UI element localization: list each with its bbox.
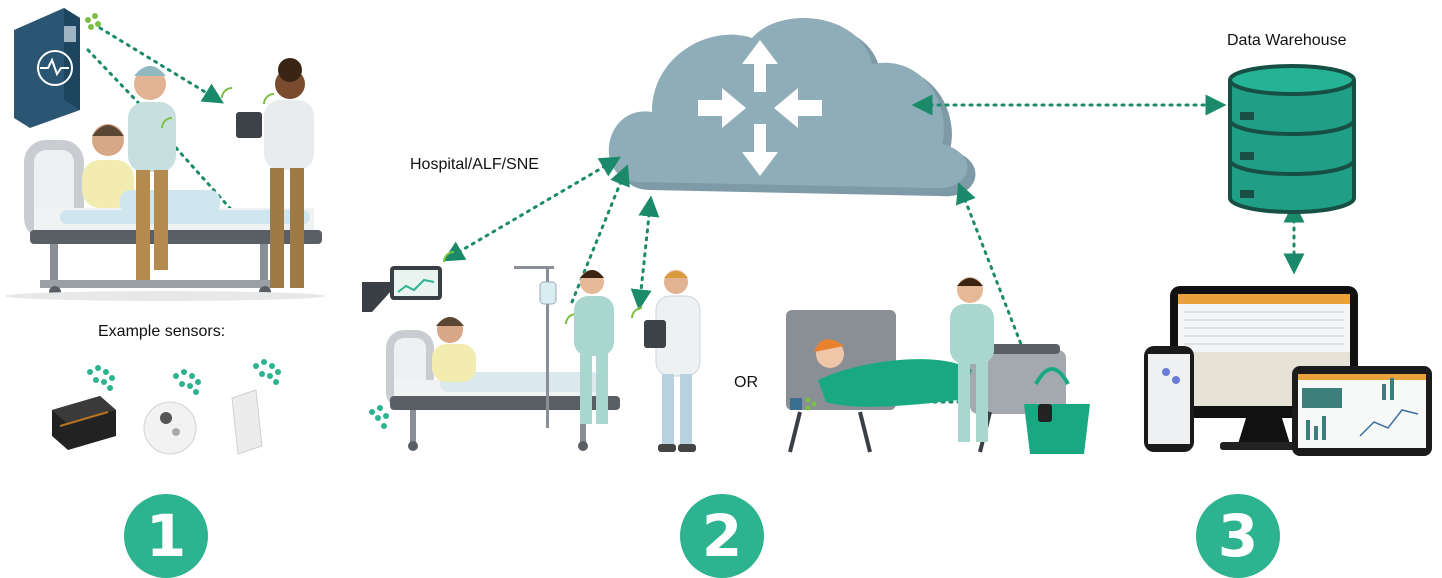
home-caregiver-icon (950, 277, 994, 442)
wifi-signal-icon (85, 13, 101, 30)
cloud-router-icon (608, 18, 976, 197)
step-3-badge: 3 (1196, 494, 1280, 578)
hospital-bed-icon (5, 140, 325, 301)
iv-pole-icon (514, 266, 557, 428)
nurse-icon (574, 270, 614, 424)
step-2-badge: 2 (680, 494, 764, 578)
step-1-badge: 1 (124, 494, 208, 578)
sensor-device-1-icon (52, 396, 116, 450)
wall-monitor-icon (362, 266, 442, 312)
hospital-bed-2-icon (386, 317, 620, 451)
sensor-device-2-icon (143, 401, 197, 455)
wall-sensor-box-icon (14, 8, 80, 128)
hospital-label: Hospital/ALF/SNE (410, 156, 539, 173)
home-patient-figure (814, 339, 972, 407)
caregiver-icon (128, 66, 176, 280)
sensor-signal-dots-2 (369, 405, 389, 429)
or-label: OR (734, 374, 758, 391)
sensor-device-3-icon (231, 389, 263, 455)
data-warehouse-label: Data Warehouse (1227, 32, 1347, 49)
dashboard-devices-icon (1144, 286, 1432, 456)
sensor-signal-dots (87, 359, 281, 395)
doctor-icon (644, 270, 701, 452)
example-sensors-label: Example sensors: (98, 323, 226, 340)
tote-bag-icon (1024, 367, 1090, 454)
database-icon (1228, 64, 1356, 214)
caregiver-with-tablet-icon (236, 58, 314, 288)
home-sensor-dots (790, 397, 817, 411)
wifi-signal-icon-2 (161, 87, 275, 129)
